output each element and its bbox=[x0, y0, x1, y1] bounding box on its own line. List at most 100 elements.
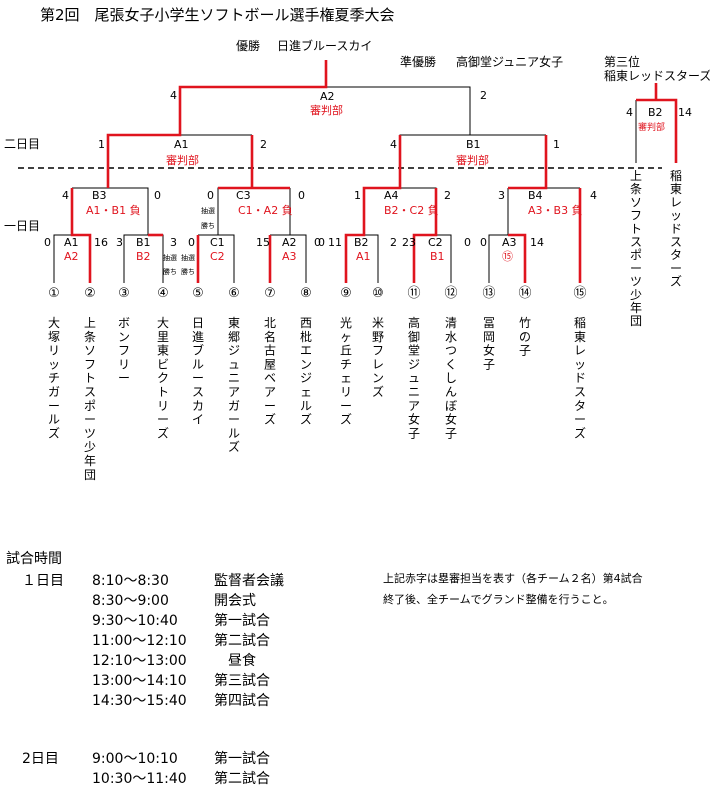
svg-text:ス: ス bbox=[84, 385, 96, 399]
game-B2r-score-right: 2 bbox=[390, 236, 397, 249]
svg-text:ェ: ェ bbox=[300, 385, 312, 399]
svg-text:ジ: ジ bbox=[408, 357, 420, 371]
svg-text:年: 年 bbox=[84, 454, 96, 468]
svg-text:ズ: ズ bbox=[670, 274, 682, 289]
svg-text:ス: ス bbox=[670, 235, 682, 249]
team-number: ② bbox=[84, 286, 96, 301]
game-A1r-score-left: 0 bbox=[44, 236, 51, 249]
svg-text:ッ: ッ bbox=[574, 357, 586, 371]
svg-text:フ: フ bbox=[630, 209, 642, 223]
svg-text:屋: 屋 bbox=[264, 357, 276, 371]
schedule-heading: 試合時間 bbox=[6, 551, 62, 567]
game-A4-label: A4 bbox=[384, 189, 399, 202]
team-number: ⑪ bbox=[407, 286, 420, 301]
game-B2top-label: B2 bbox=[648, 106, 663, 119]
svg-text:団: 団 bbox=[630, 314, 642, 328]
svg-text:フ: フ bbox=[84, 357, 96, 371]
svg-text:冨: 冨 bbox=[483, 316, 495, 330]
schedule-day1-label: １日目 bbox=[22, 573, 64, 589]
game-A4-ref: B2・C2 負 bbox=[384, 204, 439, 217]
game-A1r-label: A1 bbox=[64, 236, 79, 249]
svg-text:名: 名 bbox=[264, 329, 276, 344]
game-A1-score-left: 1 bbox=[98, 138, 105, 151]
svg-text:ン: ン bbox=[372, 371, 384, 385]
game-C1r-score-left: 0 bbox=[188, 236, 195, 249]
svg-text:郷: 郷 bbox=[228, 330, 240, 344]
svg-text:上: 上 bbox=[84, 316, 96, 330]
svg-text:ニ: ニ bbox=[408, 385, 420, 399]
win-note-c3-1: 勝ち bbox=[201, 221, 215, 230]
svg-text:ポ: ポ bbox=[84, 399, 96, 413]
svg-text:少: 少 bbox=[630, 288, 642, 302]
svg-text:枇: 枇 bbox=[300, 329, 312, 344]
game-A1r-ref: A2 bbox=[64, 250, 79, 263]
svg-text:ズ: ズ bbox=[340, 412, 352, 427]
game-A2r-score-right: 0 bbox=[314, 236, 321, 249]
game-B3-score-right: 0 bbox=[154, 189, 161, 202]
svg-text:タ: タ bbox=[670, 248, 682, 262]
svg-text:ル: ル bbox=[228, 426, 240, 440]
team-name: 竹の子 bbox=[519, 316, 531, 358]
svg-text:ル: ル bbox=[300, 399, 312, 413]
game-C2r-score-right: 0 bbox=[464, 236, 471, 249]
schedule-event: 第三試合 bbox=[214, 673, 270, 689]
svg-text:子: 子 bbox=[445, 426, 457, 440]
svg-text:ト: ト bbox=[84, 371, 96, 385]
game-A2r-label: A2 bbox=[282, 236, 297, 249]
svg-text:つ: つ bbox=[445, 344, 457, 358]
svg-text:ュ: ュ bbox=[408, 371, 420, 385]
svg-text:タ: タ bbox=[574, 399, 586, 413]
svg-text:米: 米 bbox=[372, 316, 384, 330]
game-B1-score-left: 4 bbox=[390, 138, 397, 151]
game-A4-score-left: 1 bbox=[354, 189, 361, 202]
game-B1r-score-right: 3 bbox=[170, 236, 177, 249]
team-number: ③ bbox=[118, 286, 130, 301]
svg-text:リ: リ bbox=[157, 399, 169, 413]
page-title: 第2回 尾張女子小学生ソフトボール選手権夏季大会 bbox=[40, 6, 395, 24]
game-B2r-label: B2 bbox=[354, 236, 369, 249]
bye-note-c3-1: 抽選 bbox=[201, 206, 215, 215]
game-A1-label: A1 bbox=[174, 138, 189, 151]
svg-text:ル: ル bbox=[48, 413, 60, 427]
svg-text:女: 女 bbox=[483, 343, 495, 358]
schedule-day2-label: 2日目 bbox=[22, 751, 59, 767]
svg-text:少: 少 bbox=[84, 440, 96, 454]
game-B1r-score-left: 3 bbox=[116, 236, 123, 249]
svg-text:ー: ー bbox=[84, 413, 96, 427]
svg-text:ー: ー bbox=[264, 399, 276, 413]
svg-text:ス: ス bbox=[574, 385, 586, 399]
schedule-time: 10:30〜11:40 bbox=[92, 771, 187, 787]
day2-label: 二日目 bbox=[4, 137, 40, 151]
game-B2r-ref: A1 bbox=[356, 250, 371, 263]
svg-text:ン: ン bbox=[300, 357, 312, 371]
svg-text:イ: イ bbox=[192, 413, 204, 427]
svg-text:ー: ー bbox=[630, 261, 642, 275]
game-B1r-ref: B2 bbox=[136, 250, 151, 263]
schedule-time: 9:00〜10:10 bbox=[92, 751, 178, 767]
svg-text:ボ: ボ bbox=[118, 316, 130, 330]
schedule-event: 第二試合 bbox=[214, 771, 270, 787]
game-A3r-label: A3 bbox=[502, 236, 517, 249]
day1-label: 一日目 bbox=[4, 219, 40, 233]
third-label: 第三位 bbox=[604, 54, 640, 69]
schedule-event: 第二試合 bbox=[214, 633, 270, 649]
svg-text:ガ: ガ bbox=[48, 385, 60, 399]
svg-text:ブ: ブ bbox=[192, 343, 204, 358]
svg-text:ー: ー bbox=[574, 413, 586, 427]
team-name: 高御堂ジュニア女子 bbox=[408, 315, 420, 440]
svg-text:ド: ド bbox=[670, 222, 682, 236]
game-A1r-score-right: 16 bbox=[94, 236, 108, 249]
team-number: ⑤ bbox=[192, 286, 204, 301]
game-B1-score-right: 1 bbox=[553, 138, 560, 151]
svg-text:の: の bbox=[519, 330, 531, 344]
svg-text:ポ: ポ bbox=[630, 248, 642, 262]
svg-text:リ: リ bbox=[48, 344, 60, 358]
tournament-bracket: 優勝 日進ブルースカイ 準優勝 高御堂ジュニア女子 第三位 稲東レッドスターズ … bbox=[4, 38, 710, 482]
svg-text:条: 条 bbox=[84, 330, 96, 344]
svg-text:ニ: ニ bbox=[228, 371, 240, 385]
